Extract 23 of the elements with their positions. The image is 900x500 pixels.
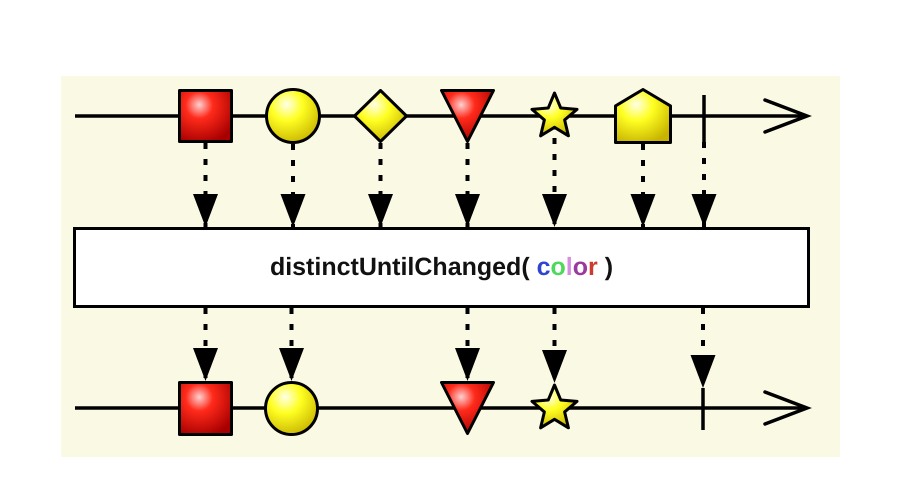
dashed-arrow [368, 143, 393, 227]
star-marble [530, 91, 579, 138]
dashed-arrow [193, 143, 218, 227]
triangle-marble [440, 89, 495, 143]
operator-box [73, 227, 810, 308]
dashed-arrow [690, 308, 716, 388]
circle-marble [265, 88, 321, 144]
dashed-arrow [455, 308, 480, 381]
dashed-arrow [280, 144, 306, 227]
dashed-arrow [692, 142, 716, 227]
circle-marble [264, 381, 319, 436]
square-marble [178, 89, 233, 143]
dashed-arrow [279, 308, 304, 381]
dashed-arrow [455, 143, 480, 227]
dashed-arrow [542, 308, 567, 383]
diamond-marble [353, 89, 408, 143]
dashed-arrow [630, 144, 656, 227]
star-marble [530, 383, 579, 430]
operator-label: distinctUntilChanged( color ) [270, 253, 614, 282]
dashed-arrow [542, 138, 567, 227]
dashed-arrow [193, 308, 218, 381]
square-marble [178, 381, 233, 436]
triangle-marble [440, 381, 495, 435]
